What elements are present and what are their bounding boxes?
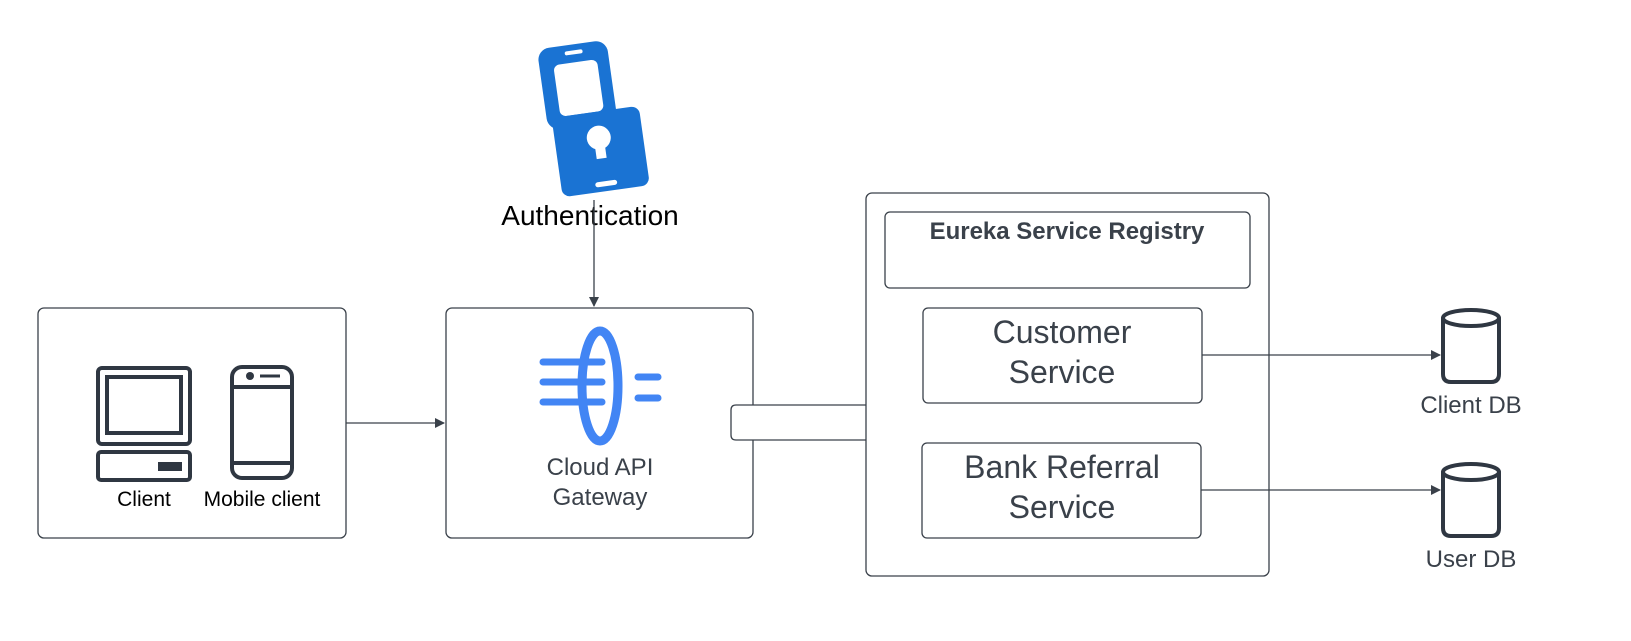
database-icon [1441,308,1501,384]
gateway-label-line2: Gateway [553,484,648,511]
registry-title: Eureka Service Registry [930,218,1205,245]
client-label: Client [117,488,171,511]
client-db-label: Client DB [1420,392,1521,419]
bank-referral-service-line1: Bank Referral [964,449,1160,485]
lock-icon [538,41,649,197]
cloud-api-gateway-icon [539,326,662,446]
database-icon [1441,462,1501,538]
user-db-label: User DB [1426,546,1517,573]
customer-service-line1: Customer [993,314,1132,350]
registry-title-box [884,211,1251,289]
bank-referral-service-line2: Service [1009,489,1116,525]
authentication-label: Authentication [501,200,678,231]
desktop-computer-icon [96,366,192,482]
mobile-client-label: Mobile client [204,488,321,511]
gateway-label-line1: Cloud API [547,454,654,481]
mobile-phone-icon [230,365,294,480]
customer-service-line2: Service [1009,354,1116,390]
